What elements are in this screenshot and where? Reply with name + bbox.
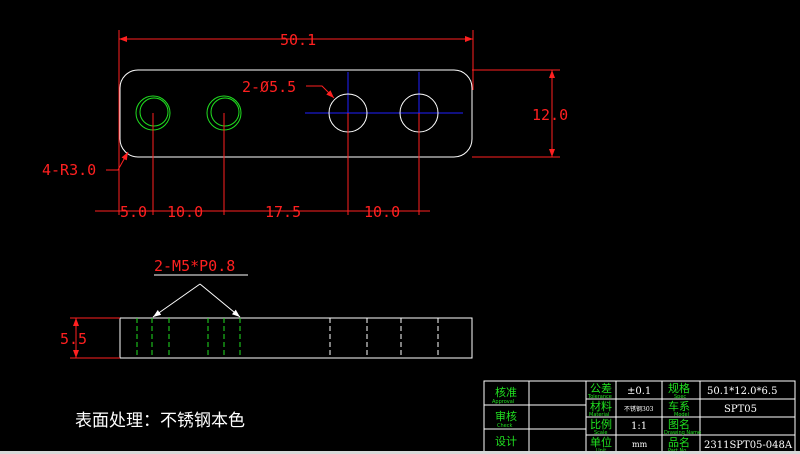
- approval-sub: Approval: [492, 399, 514, 405]
- material-label: 材料: [590, 399, 612, 413]
- thickness-dimension: [70, 317, 120, 359]
- scale-label: 比例: [590, 417, 612, 431]
- spec-label: 规格: [668, 381, 690, 395]
- dim-hole-callout: 2-Ø5.5: [242, 78, 296, 96]
- design-label: 设计: [495, 435, 517, 448]
- part-no-label: 品名: [668, 435, 690, 449]
- dim-spacing-1: 5.0: [120, 203, 147, 221]
- top-view: 50.1 12.0 4-R3.0 2-Ø5.5 5.0 10.0 17.5 10…: [42, 30, 568, 221]
- thread-hidden-lines: [136, 318, 241, 358]
- check-sub: Check: [497, 423, 512, 429]
- material-value: 不锈钢303: [624, 405, 654, 413]
- thread-callout: 2-M5*P0.8: [154, 257, 235, 275]
- window-bottom-edge: [0, 451, 800, 454]
- spec-value: 50.1*12.0*6.5: [707, 386, 777, 397]
- dimension-lines: [95, 30, 560, 215]
- plate-outline: [119, 69, 473, 158]
- dim-height: 12.0: [532, 106, 568, 124]
- material-sub: Material: [589, 412, 609, 418]
- part-no-value: 2311SPT05-048A: [704, 440, 793, 451]
- check-label: 审核: [495, 409, 517, 423]
- scale-value: 1:1: [631, 421, 647, 432]
- unit-value: mm: [632, 440, 648, 449]
- dim-spacing-4: 10.0: [364, 203, 400, 221]
- approval-label: 核准: [495, 385, 517, 399]
- tolerance-sub: Tolerance: [587, 394, 612, 400]
- tolerance-label: 公差: [590, 381, 612, 395]
- side-outline: [119, 317, 473, 359]
- spec-sub: Spec: [674, 394, 686, 400]
- drawing-name-sub: Drawing Name: [664, 430, 701, 436]
- series-label: 车系: [668, 399, 690, 413]
- dim-thickness: 5.5: [60, 330, 87, 348]
- surface-treatment-note: 表面处理：不锈钢本色: [75, 411, 245, 431]
- side-view: 2-M5*P0.8 5.5: [60, 257, 473, 359]
- dim-overall-length: 50.1: [280, 31, 316, 49]
- tolerance-value: ±0.1: [627, 386, 651, 397]
- hole-hidden-lines: [329, 318, 439, 358]
- scale-sub: Scale: [594, 430, 607, 436]
- unit-label: 单位: [590, 435, 612, 449]
- series-sub: Model: [674, 412, 689, 418]
- thread-leader: [152, 274, 248, 318]
- series-value: SPT05: [724, 404, 757, 415]
- dim-corner-radius: 4-R3.0: [42, 161, 96, 179]
- dim-spacing-2: 10.0: [167, 203, 203, 221]
- drawing-name-label: 图名: [668, 417, 690, 431]
- dim-spacing-3: 17.5: [265, 203, 301, 221]
- threaded-hole: [135, 95, 242, 131]
- title-block: 核准 Approval 审核 Check 设计 公差 Tolerance 材料 …: [483, 380, 796, 454]
